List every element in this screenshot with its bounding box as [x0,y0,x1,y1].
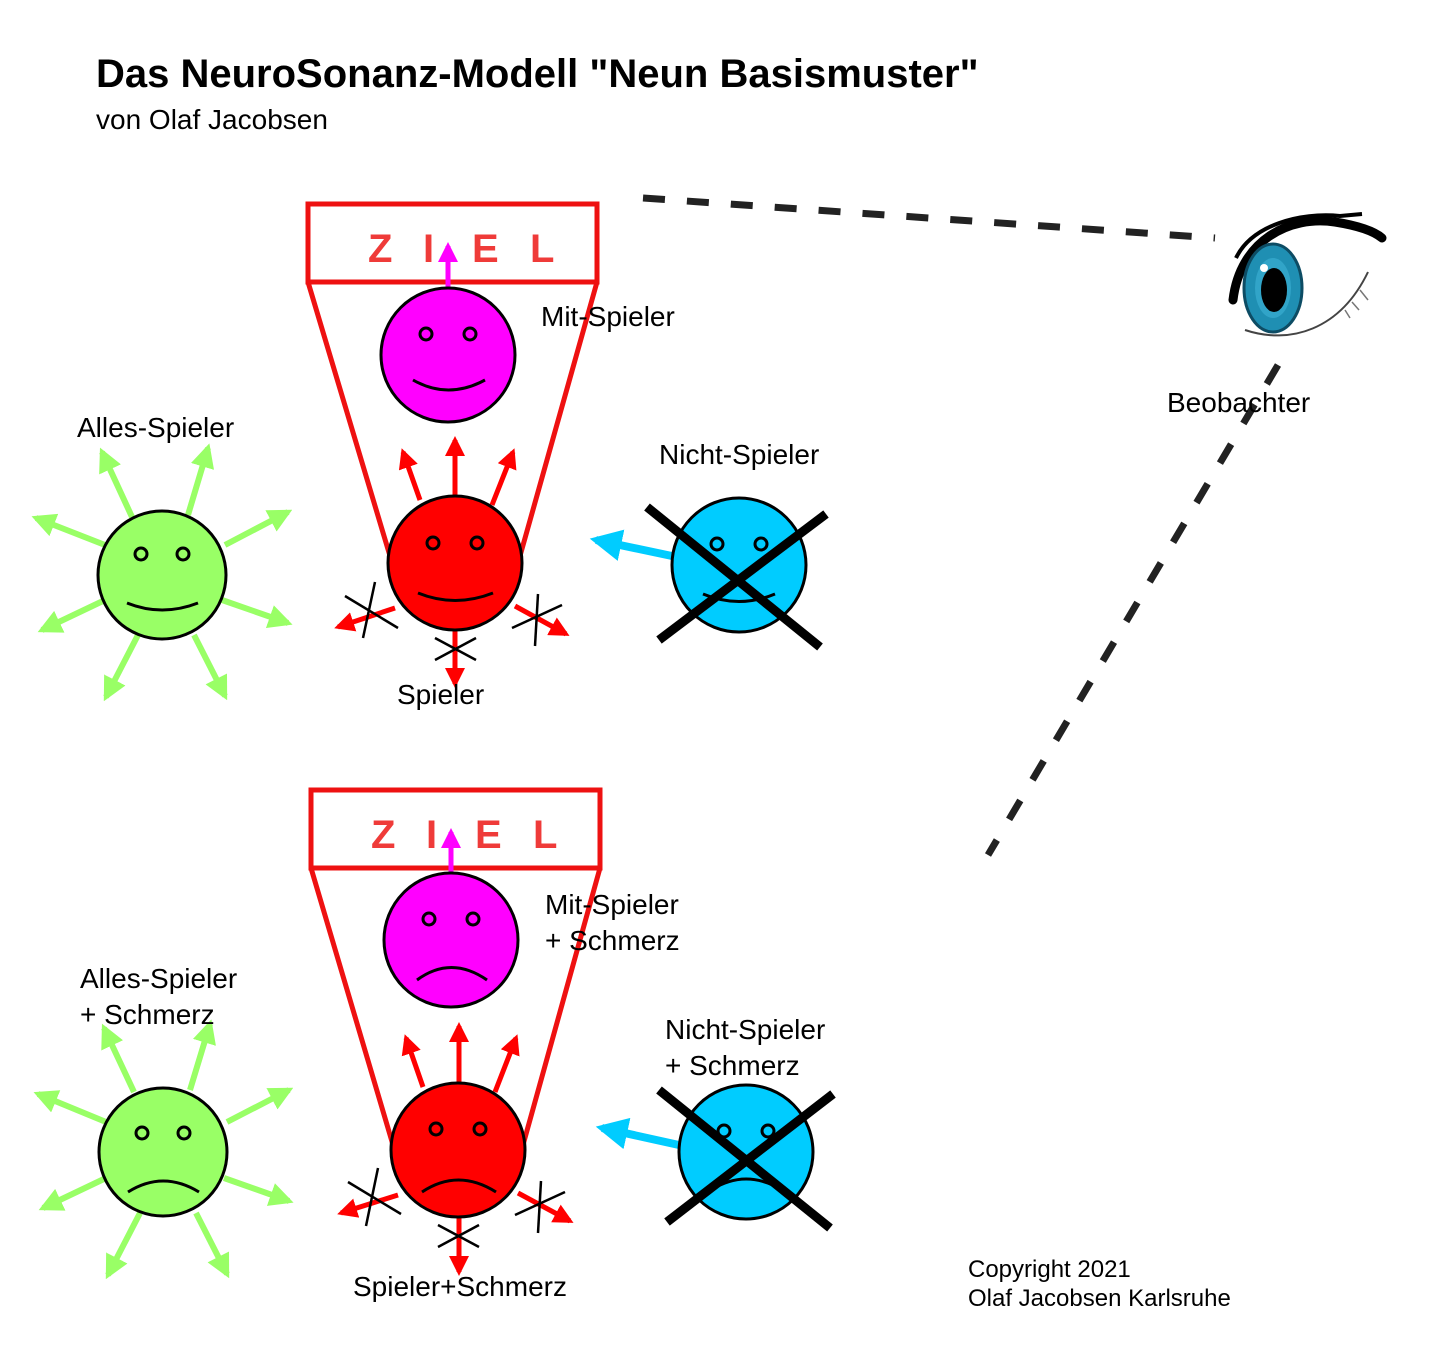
copyright-line-1: Copyright 2021 [968,1256,1131,1283]
goal-letter-z: Z [371,813,395,857]
nicht-spieler-face [656,1083,836,1232]
page-subtitle: von Olaf Jacobsen [96,104,328,135]
page-title: Das NeuroSonanz-Modell "Neun Basismuster… [96,52,979,96]
alles-spieler-face [96,509,228,641]
blocked-marks [347,1167,566,1249]
nicht-spieler-label: Nicht-Spieler [665,1014,825,1045]
spieler-face [389,1081,527,1219]
copyright: Copyright 2021 Olaf Jacobsen Karlsruhe [968,1255,1231,1313]
top-group: Z I E L Mit-Spieler [31,201,829,710]
spieler-face [386,494,524,632]
bottom-group: Z I E L Mit-Spieler + Schmerz [33,787,836,1302]
goal-funnel [308,867,603,1146]
alles-spieler-label: Alles-Spieler [77,412,234,443]
alles-spieler-label-pain: + Schmerz [80,999,215,1030]
alles-spieler-face [97,1086,229,1218]
nicht-spieler-arrow [595,1117,680,1150]
alles-spieler-arrows [33,1019,294,1280]
goal-letter-i: I [423,227,434,271]
nicht-spieler-face [644,496,829,651]
mit-spieler-label-pain: + Schmerz [545,925,680,956]
goal-letter-l: L [533,813,557,857]
mit-spieler-face [382,871,520,1009]
spieler-label: Spieler+Schmerz [353,1271,567,1302]
goal-letter-i: I [426,813,437,857]
goal-funnel [305,281,600,557]
mit-spieler-label: Mit-Spieler [541,301,675,332]
nicht-spieler-arrow [589,529,673,561]
goal-letter-e: E [472,227,499,271]
spieler-label: Spieler [397,679,484,710]
goal-box [308,787,603,871]
copyright-line-2: Olaf Jacobsen Karlsruhe [968,1285,1231,1312]
nicht-spieler-label: Nicht-Spieler [659,439,819,470]
observer-label: Beobachter [1167,387,1310,418]
goal-letter-z: Z [368,227,392,271]
observer-sightline-top [642,194,1216,242]
goal-letter-e: E [475,813,502,857]
blocked-marks [344,581,563,662]
nicht-spieler-label-pain: + Schmerz [665,1050,800,1081]
alles-spieler-label: Alles-Spieler [80,963,237,994]
observer-sightline-bottom [984,363,1282,857]
goal-box [305,201,600,285]
goal-letter-l: L [530,227,554,271]
mit-spieler-face [379,286,517,424]
eye-icon [1228,212,1387,337]
mit-spieler-label: Mit-Spieler [545,889,679,920]
alles-spieler-arrows [31,443,293,702]
